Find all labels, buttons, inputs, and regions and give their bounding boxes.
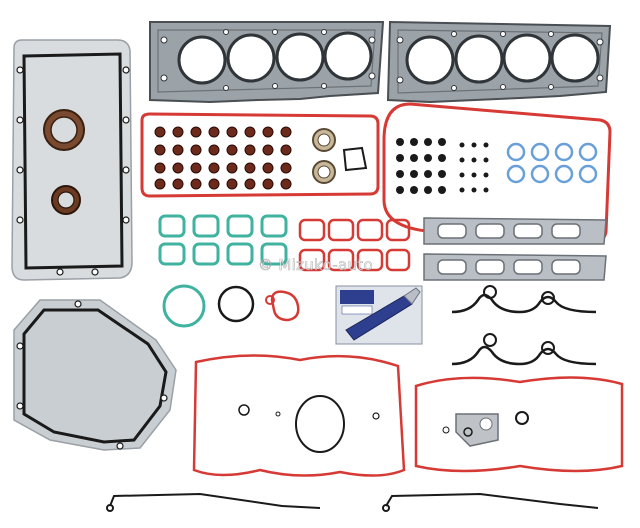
rear-main-seal [43, 109, 85, 151]
valve-cover-gasket-left [140, 112, 380, 198]
spark-plug-tube-seals [312, 128, 368, 184]
intake-gaskets-red [298, 218, 411, 272]
timing-cover-gasket-upper [451, 285, 597, 314]
valve-stem-seals-left [154, 126, 292, 190]
head-gasket-right [386, 20, 612, 104]
lower-valve-cover-gasket-right [414, 376, 624, 473]
valve-stem-seals-right [396, 138, 489, 194]
exhaust-manifold-gasket-upper [423, 217, 607, 245]
oil-pickup-gasket-left [106, 492, 321, 512]
watermark-text: © Mizuko-auto [258, 256, 373, 274]
valve-cover-gasket-right [382, 102, 612, 242]
sealant-tube-icon [335, 285, 423, 345]
thermostat-seal [217, 285, 255, 323]
lower-valve-cover-gasket-left [192, 354, 406, 477]
intake-gaskets-teal [158, 214, 288, 266]
oil-pickup-gasket-right [382, 492, 599, 512]
front-main-seal [51, 185, 81, 215]
throttle-body-o-ring [162, 284, 206, 328]
water-outlet-gasket [265, 290, 300, 322]
head-gasket-left [149, 21, 385, 104]
timing-cover-gasket-lower [451, 333, 597, 366]
injector-o-rings [506, 142, 598, 184]
front-cover-gasket [13, 299, 177, 451]
exhaust-manifold-gasket-lower [423, 253, 607, 281]
oil-pan-gasket [11, 39, 133, 281]
